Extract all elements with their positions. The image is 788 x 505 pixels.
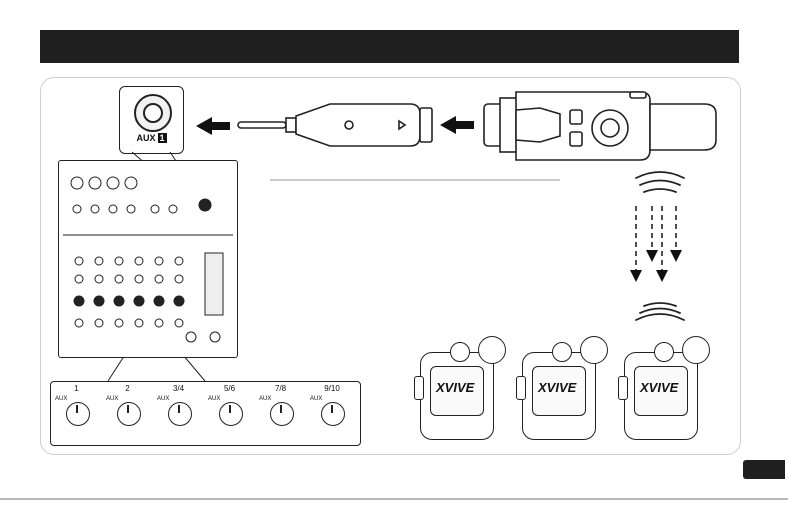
aux-control-strip: 1 AUX 2 AUX 3/4 AUX 5/6 AUX 7/8 AUX 9/10…: [50, 381, 361, 446]
receiver-logo: XVIVE: [640, 380, 678, 395]
aux-knob-label: AUX: [208, 396, 220, 402]
receiver-side-port: [516, 376, 526, 400]
channel-label: 7/8: [255, 384, 306, 393]
aux-knob: [66, 402, 90, 426]
channel-group-1: 1 AUX: [51, 382, 102, 445]
channel-group-9-10: 9/10 AUX: [306, 382, 358, 445]
channel-label: 2: [102, 384, 153, 393]
aux-knob: [321, 402, 345, 426]
aux-knob-label: AUX: [157, 396, 169, 402]
aux-knob-label: AUX: [55, 396, 67, 402]
volume-knob-icon: [478, 336, 506, 364]
aux-knob-label: AUX: [310, 396, 322, 402]
channel-group-2: 2 AUX: [102, 382, 153, 445]
aux-jack-icon: [134, 94, 172, 132]
receiver-3: XVIVE: [624, 336, 708, 438]
aux-knob-label: AUX: [106, 396, 118, 402]
receiver-logo: XVIVE: [436, 380, 474, 395]
headphone-jack-icon: [450, 342, 470, 362]
channel-label: 9/10: [306, 384, 358, 393]
footer-rule: [0, 498, 788, 500]
channel-label: 3/4: [153, 384, 204, 393]
mixer-controls: [59, 161, 237, 357]
aux-knob: [117, 402, 141, 426]
receiver-2: XVIVE: [522, 336, 606, 438]
headphone-jack-icon: [552, 342, 572, 362]
aux-knob: [219, 402, 243, 426]
receiver-1: XVIVE: [420, 336, 504, 438]
channel-group-3-4: 3/4 AUX: [153, 382, 204, 445]
channel-group-5-6: 5/6 AUX: [204, 382, 255, 445]
header-bar: [40, 30, 739, 63]
aux-knob: [270, 402, 294, 426]
volume-knob-icon: [580, 336, 608, 364]
page-tab: [743, 460, 785, 479]
receiver-side-port: [414, 376, 424, 400]
headphone-jack-icon: [654, 342, 674, 362]
aux-knob-label: AUX: [259, 396, 271, 402]
channel-group-7-8: 7/8 AUX: [255, 382, 306, 445]
channel-label: 1: [51, 384, 102, 393]
mixer-console: [58, 160, 238, 358]
receiver-logo: XVIVE: [538, 380, 576, 395]
channel-label: 5/6: [204, 384, 255, 393]
aux-knob: [168, 402, 192, 426]
volume-knob-icon: [682, 336, 710, 364]
receiver-side-port: [618, 376, 628, 400]
